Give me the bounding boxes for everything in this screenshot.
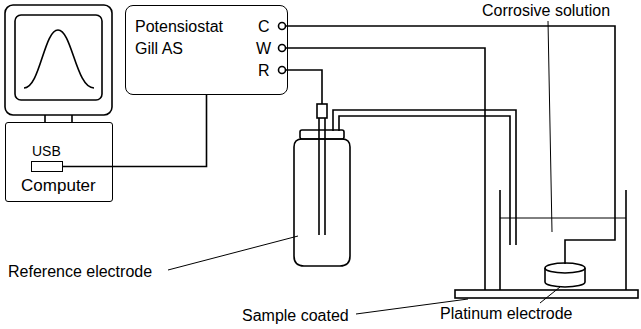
computer-box: Computer USB [5,122,113,202]
electrode-plug [317,104,327,118]
screen-curve [24,30,94,88]
platinum-disc-top [545,263,585,273]
leader-line [540,287,560,303]
usb-port: USB [31,161,63,172]
electrode-inner [319,150,325,235]
terminal-r [279,67,286,74]
base-plate [455,290,638,298]
electrode-rod [319,118,325,150]
device-label: Potensiostat Gill AS [135,16,247,60]
salt-bridge [339,116,510,245]
potentiostat-box: Potensiostat Gill AS CWR [125,5,288,95]
monitor-screen [15,15,102,100]
solution-label: Corrosive solution [482,1,610,20]
working-wire [286,48,485,290]
terminal-label: W [256,38,271,60]
sample-label: Sample coated [242,306,349,325]
terminal-w [279,45,286,52]
cell-wall [500,190,626,290]
electrode-label: Reference electrode [8,262,152,281]
electrode-label: Platinum electrode [440,304,573,323]
terminal-label: C [258,16,270,38]
usb-label: USB [32,140,61,162]
usb-cable [63,95,207,167]
jar-lid [300,130,344,139]
reference-wire [286,70,322,104]
solution-level [500,218,626,219]
salt-bridge [333,110,516,245]
monitor-frame [5,5,112,115]
leader-line [548,21,552,232]
computer-label: Computer [21,175,96,197]
jar-body [294,139,350,266]
terminal-label: R [258,60,270,82]
counter-wire [286,26,615,264]
terminal-c [279,23,286,30]
monitor-stand [45,115,72,122]
leader-line [168,236,298,270]
